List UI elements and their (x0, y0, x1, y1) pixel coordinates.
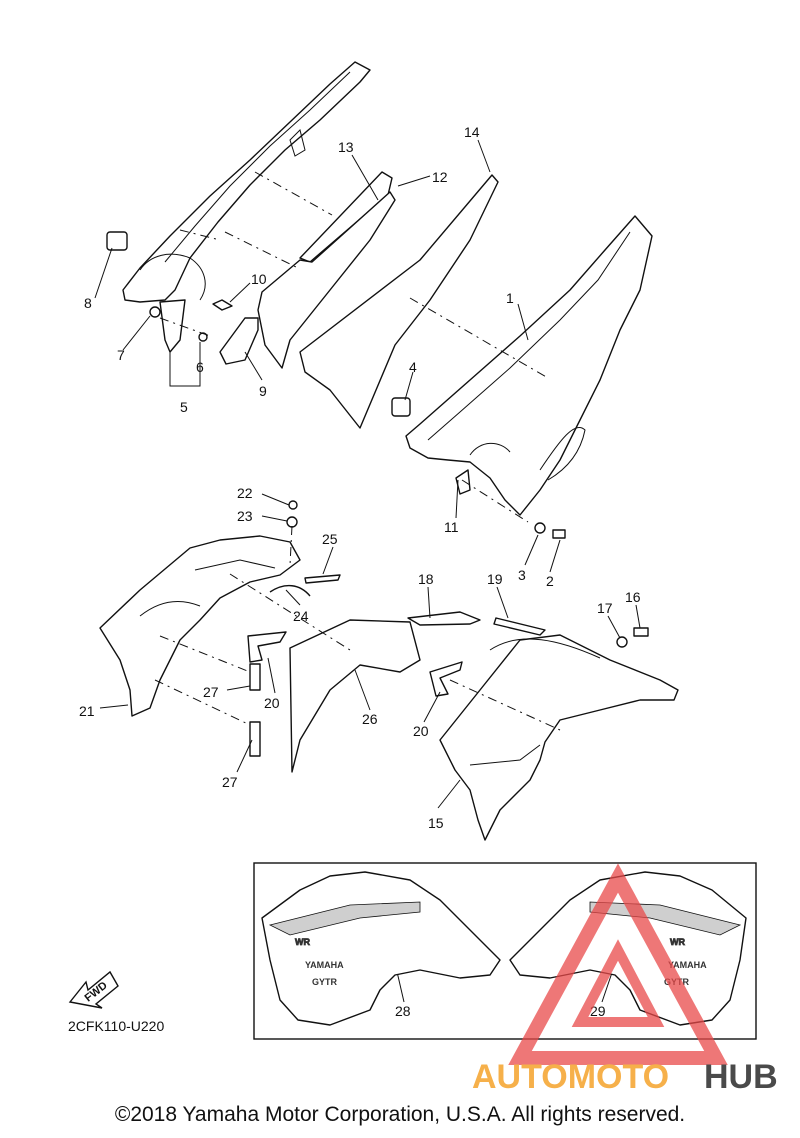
callout-9: 9 (259, 383, 267, 399)
callout-26: 26 (362, 711, 378, 727)
callout-8: 8 (84, 295, 92, 311)
callout-16: 16 (625, 589, 641, 605)
pad-27-upper (249, 663, 261, 691)
callout-14: 14 (464, 124, 480, 140)
callout-25: 25 (322, 531, 338, 547)
screw-22 (288, 500, 298, 510)
part-12 (257, 191, 396, 369)
callout-11: 11 (444, 519, 459, 535)
copyright-notice: ©2018 Yamaha Motor Corporation, U.S.A. A… (114, 1103, 686, 1126)
decal-28-model-text: WR (295, 937, 310, 947)
callout-15: 15 (428, 815, 444, 831)
part-25 (304, 574, 341, 584)
callout-4: 4 (409, 359, 417, 375)
decal-29-model-text: WR (670, 937, 685, 947)
left-side-cover (122, 61, 371, 353)
callout-2: 2 (546, 573, 554, 589)
callout-20-right: 20 (413, 723, 429, 739)
left-shroud (99, 535, 301, 717)
diagram-code: 2CFK110-U220 (68, 1018, 164, 1034)
collar-17 (616, 636, 628, 648)
right-side-cover (405, 215, 653, 516)
callout-6: 6 (196, 359, 204, 375)
decal-29 (509, 871, 747, 1026)
washer-3 (534, 522, 546, 534)
callout-13: 13 (338, 139, 354, 155)
callout-3: 3 (518, 567, 526, 583)
nut-8 (106, 231, 128, 251)
fwd-arrow-icon: FWD (68, 970, 119, 1009)
callout-20-left: 20 (264, 695, 280, 711)
decal-28-grade-text: GYTR (312, 977, 338, 987)
callout-19: 19 (487, 571, 503, 587)
callout-23: 23 (237, 508, 253, 524)
bolt-10 (212, 299, 233, 311)
graphics-kit-inset: WR YAMAHA GYTR WR YAMAHA GYTR (253, 862, 757, 1040)
pad-20-left (247, 631, 287, 663)
callout-10: 10 (251, 271, 267, 287)
bolt-2 (552, 529, 566, 539)
callout-18: 18 (418, 571, 434, 587)
callout-5: 5 (180, 399, 188, 415)
watermark-word-b: HUB (704, 1058, 778, 1096)
callout-28: 28 (395, 1003, 411, 1019)
bolt-16 (633, 627, 649, 637)
right-shroud (439, 634, 679, 841)
pad-20-right (429, 661, 463, 697)
callout-1: 1 (506, 290, 514, 306)
part-24 (269, 585, 311, 597)
callout-27-lower: 27 (222, 774, 238, 790)
leader-lines (94, 139, 641, 1003)
assembly-lines (154, 171, 561, 731)
part-14 (299, 174, 499, 429)
callout-12: 12 (432, 169, 448, 185)
callout-24: 24 (293, 608, 309, 624)
decal-28 (261, 871, 501, 1026)
nut-4 (391, 397, 411, 417)
part-18 (407, 611, 481, 626)
bracket-9 (219, 317, 259, 365)
automotohub-watermark: AUTOMOTO HUB (472, 863, 778, 1096)
callout-27-upper: 27 (203, 684, 219, 700)
callout-labels: 1 2 3 4 5 6 7 8 9 10 11 12 13 14 15 16 1… (79, 124, 641, 1019)
callout-7: 7 (117, 347, 125, 363)
watermark-word-a: AUTOMOTO (472, 1058, 669, 1096)
collar-23 (286, 516, 298, 528)
screw-7 (149, 306, 161, 318)
pad-27-lower (249, 721, 261, 757)
decal-28-brand-text: YAMAHA (305, 960, 344, 970)
callout-17: 17 (597, 600, 613, 616)
callout-21: 21 (79, 703, 95, 719)
part-26 (289, 619, 421, 773)
callout-29: 29 (590, 1003, 606, 1019)
part-19 (493, 617, 546, 636)
callout-22: 22 (237, 485, 253, 501)
decal-29-brand-text: YAMAHA (668, 960, 707, 970)
